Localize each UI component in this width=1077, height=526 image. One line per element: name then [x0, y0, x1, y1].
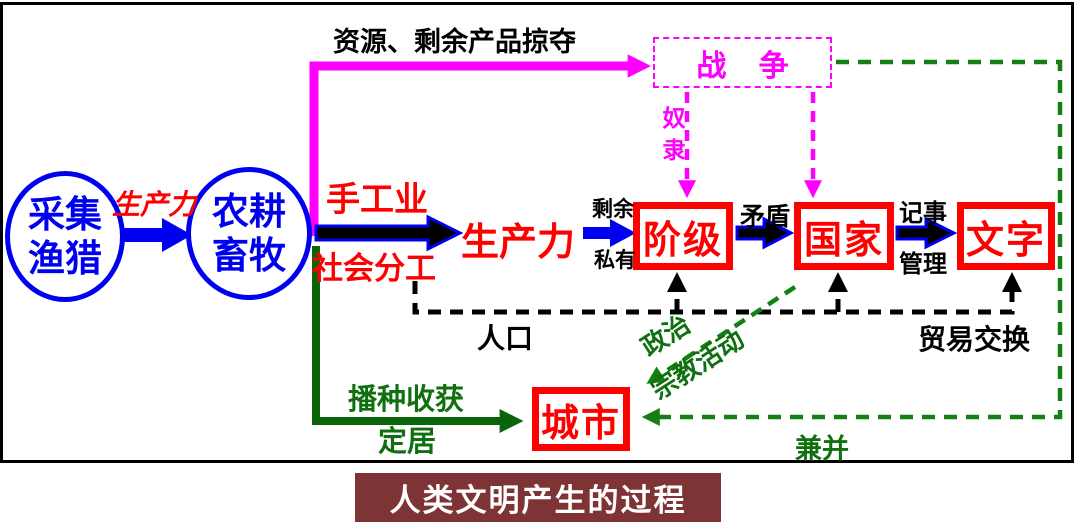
diagram-title-bar: 人类文明产生的过程 [355, 473, 721, 522]
node-war-label: 战 争 [696, 49, 801, 83]
node-writing-label: 文字 [965, 219, 1046, 262]
node-farming-husbandry: 农耕 畜牧 [186, 167, 312, 300]
node-state: 国家 [794, 202, 894, 270]
node-label-line: 渔猎 [28, 237, 102, 279]
node-label-line: 采集 [28, 193, 102, 235]
node-label-line: 农耕 [212, 190, 286, 232]
node-city-label: 城市 [540, 402, 621, 445]
node-label-line: 畜牧 [212, 234, 286, 276]
diagram-frame [0, 2, 1074, 463]
label-population: 人口 [477, 324, 534, 355]
label-slaves: 奴隶 [659, 106, 684, 170]
node-state-label: 国家 [803, 219, 884, 262]
label-surplus: 剩余 [592, 197, 634, 221]
label-productivity-2: 生产力 [461, 222, 576, 264]
node-writing: 文字 [957, 202, 1055, 270]
diagram-title: 人类文明产生的过程 [389, 483, 687, 518]
node-gathering-fishing-hunting: 采集 渔猎 [5, 171, 125, 302]
node-war: 战 争 [653, 37, 832, 88]
label-resource-plunder: 资源、剩余产品掠夺 [333, 27, 576, 57]
label-annexation: 兼并 [795, 434, 849, 464]
label-contradiction: 矛盾 [740, 204, 791, 231]
label-settlement: 定居 [378, 426, 437, 458]
label-social-division-of-labor: 社会分工 [312, 251, 436, 286]
label-private-ownership: 私有 [594, 248, 636, 272]
node-class-label: 阶级 [642, 219, 723, 262]
label-management: 管理 [899, 252, 947, 278]
label-handicraft-industry: 手工业 [326, 181, 428, 219]
label-record-keeping: 记事 [899, 201, 947, 227]
label-trade-exchange: 贸易交换 [918, 325, 1031, 356]
label-sowing-harvest: 播种收获 [348, 384, 465, 416]
label-productivity-1: 生产力 [112, 190, 197, 221]
node-class: 阶级 [633, 202, 733, 270]
node-city: 城市 [532, 387, 630, 451]
